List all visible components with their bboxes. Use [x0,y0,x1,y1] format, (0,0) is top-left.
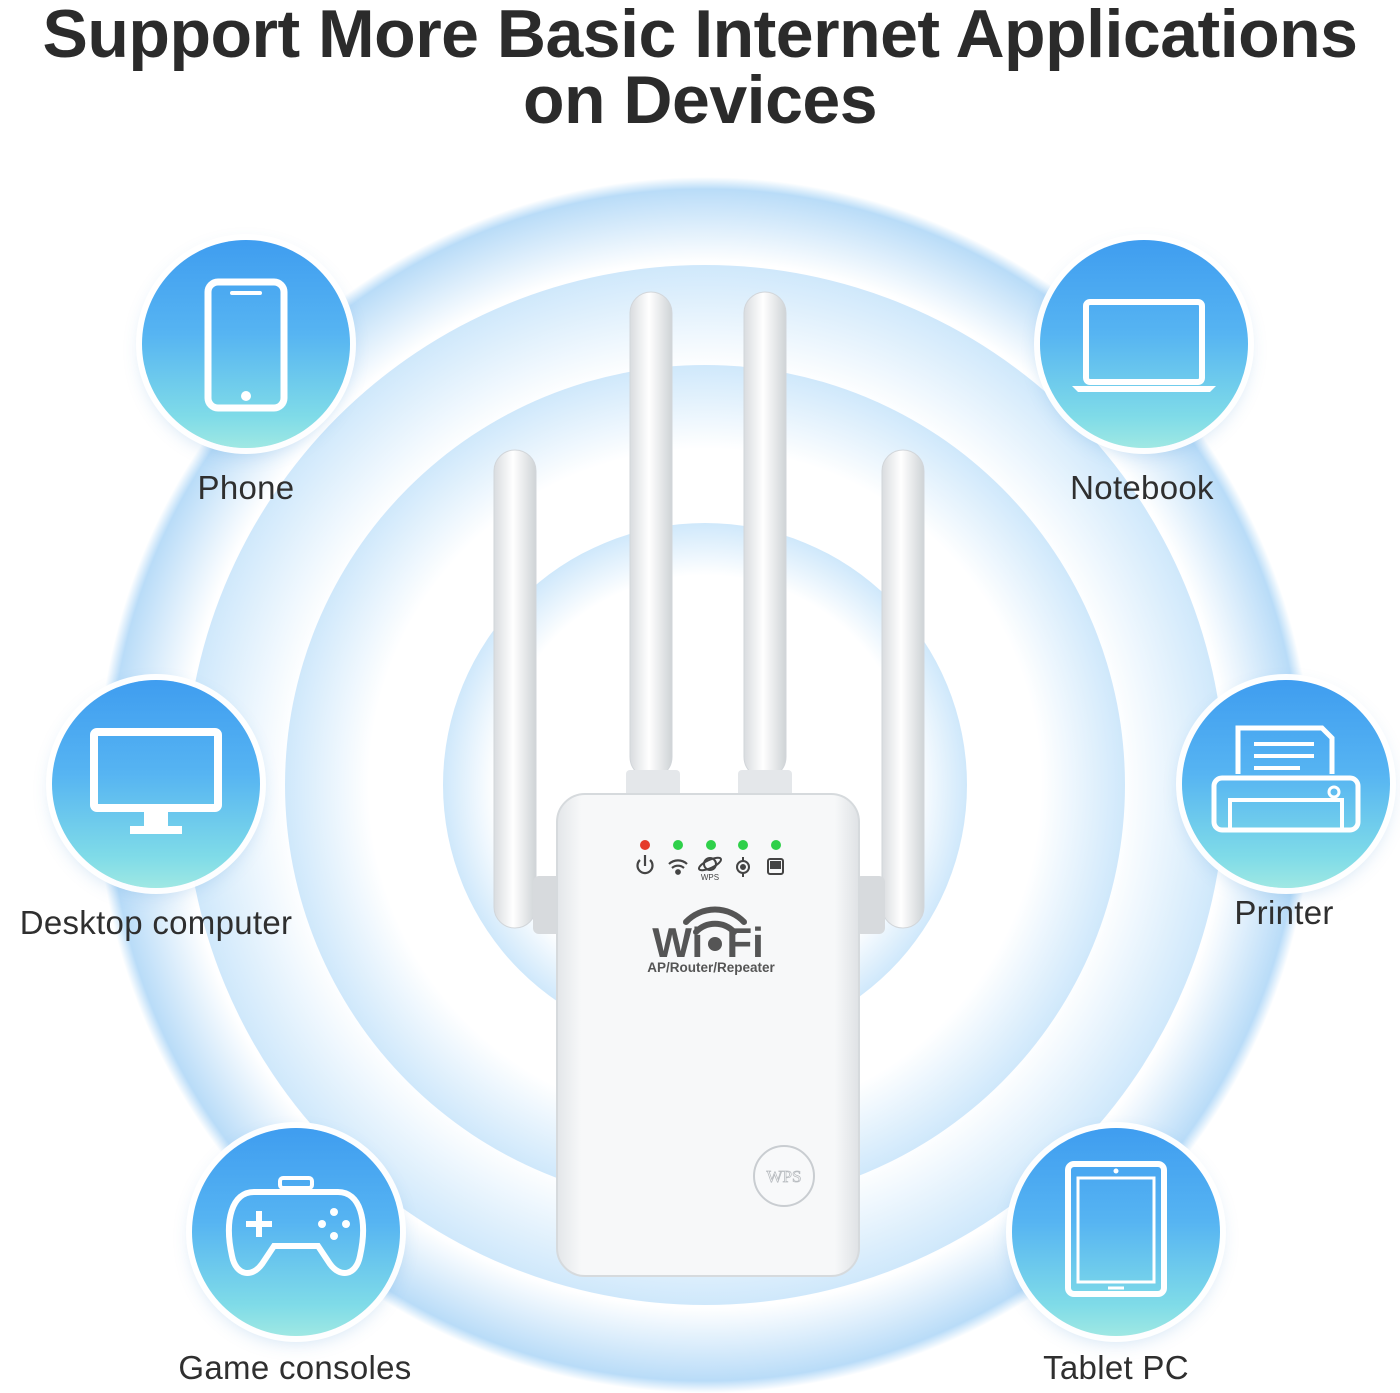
wifi-logo-subtitle: AP/Router/Repeater [647,960,775,975]
notebook-badge [1040,240,1248,448]
status-leds [640,840,781,850]
power-indicator-icon [636,855,654,875]
antenna-right-hinge [855,876,885,934]
headline-line-2: on Devices [522,62,878,138]
signal-indicator-icon [736,857,750,877]
wps-indicator-label: WPS [701,873,719,882]
tablet-pc-label: Tablet PC [1043,1349,1189,1386]
tablet-pc-badge [1012,1128,1220,1336]
status-led-3 [706,840,716,850]
game-consoles-badge [192,1128,400,1336]
repeater-body [556,793,860,1277]
phone-badge [142,240,350,448]
antenna-left-hinge [533,876,563,934]
antenna-top-left [629,291,673,779]
notebook-icon [1072,299,1216,392]
antenna-right [881,449,925,929]
internet-indicator-icon [697,856,723,872]
desktop-computer-icon [90,728,222,834]
headline-line-1: Support More Basic Internet Applications [42,0,1358,72]
status-led-4 [738,840,748,850]
phone-label: Phone [197,469,295,506]
svg-text:WPS: WPS [767,1167,802,1186]
desktop-computer-label: Desktop computer [19,904,293,941]
desktop-computer-badge [52,680,260,888]
antenna-left [493,449,537,929]
wifi-logo-dot [708,937,722,951]
status-led-2 [673,840,683,850]
game-controller-icon [226,1176,366,1276]
antenna-top-right [743,291,787,779]
printer-icon [1211,725,1361,833]
status-led-1 [640,840,650,850]
wps-button[interactable]: WPS [753,1145,815,1207]
antenna-top-right-base [738,770,792,800]
printer-label: Printer [1234,894,1334,931]
antenna-top-left-base [626,770,680,800]
game-consoles-label: Game consoles [178,1349,412,1386]
wifi-logo-icon [683,906,747,935]
phone-icon [204,278,288,412]
printer-badge [1182,680,1390,888]
notebook-label: Notebook [1070,469,1214,506]
lan-indicator-icon [767,858,784,875]
wifi-indicator-icon [668,859,688,875]
status-led-5 [771,840,781,850]
tablet-icon [1065,1161,1167,1297]
